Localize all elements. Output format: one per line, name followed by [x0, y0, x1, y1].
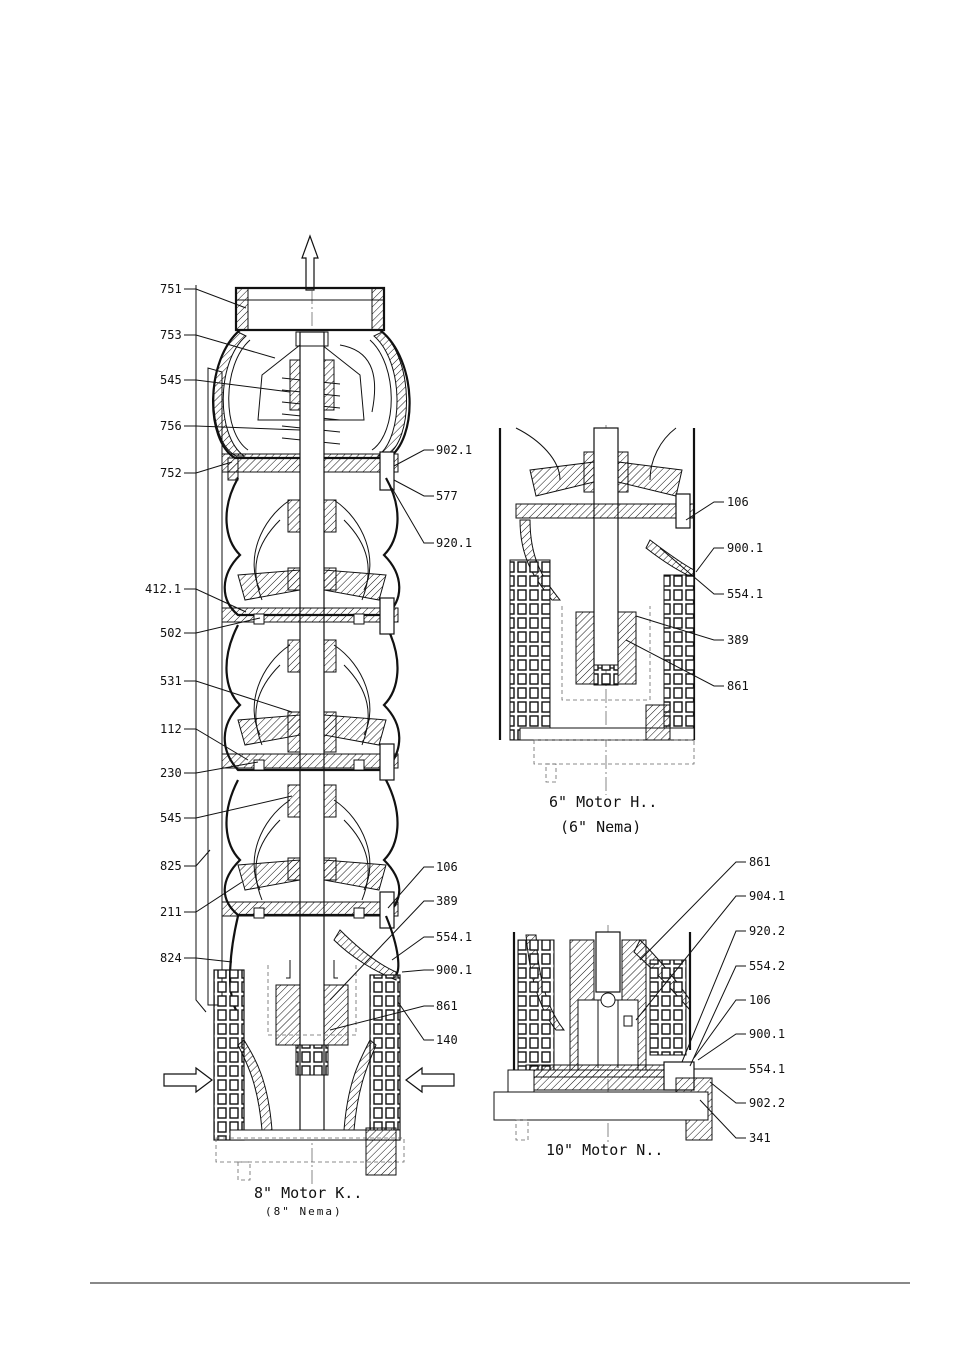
label-756: 756 — [160, 419, 182, 433]
main-labels-left: 751 753 545 756 752 412.1 502 531 112 23… — [145, 282, 182, 965]
label-6in-554-1: 554.1 — [727, 587, 763, 601]
label-531: 531 — [160, 674, 182, 688]
main-subcaption: (8" Nema) — [265, 1205, 343, 1218]
label-545-b: 545 — [160, 811, 182, 825]
label-412-1: 412.1 — [145, 582, 181, 596]
label-10in-554-1: 554.1 — [749, 1062, 785, 1076]
label-502: 502 — [160, 626, 182, 640]
main-assembly-view: 751 753 545 756 752 412.1 502 531 112 23… — [145, 236, 472, 1218]
label-900-1: 900.1 — [436, 963, 472, 977]
label-389: 389 — [436, 894, 458, 908]
label-824: 824 — [160, 951, 182, 965]
label-10in-920-2: 920.2 — [749, 924, 785, 938]
label-10in-341: 341 — [749, 1131, 771, 1145]
main-labels-right: 902.1 577 920.1 106 389 554.1 900.1 861 … — [436, 443, 472, 1047]
label-10in-554-2: 554.2 — [749, 959, 785, 973]
label-6in-900-1: 900.1 — [727, 541, 763, 555]
motor-6in-view: 106 900.1 554.1 389 861 6" Motor H.. (6"… — [500, 425, 763, 836]
inflow-arrow-left-icon — [164, 1068, 212, 1092]
label-6in-861: 861 — [727, 679, 749, 693]
label-10in-902-2: 902.2 — [749, 1096, 785, 1110]
label-10in-861: 861 — [749, 855, 771, 869]
label-825: 825 — [160, 859, 182, 873]
label-554-1: 554.1 — [436, 930, 472, 944]
label-753: 753 — [160, 328, 182, 342]
label-140: 140 — [436, 1033, 458, 1047]
label-10in-904-1: 904.1 — [749, 889, 785, 903]
outflow-arrow-icon — [302, 236, 318, 290]
label-545: 545 — [160, 373, 182, 387]
main-caption: 8" Motor K.. — [254, 1184, 362, 1202]
label-10in-106: 106 — [749, 993, 771, 1007]
label-752: 752 — [160, 466, 182, 480]
label-230: 230 — [160, 766, 182, 780]
motor-10in-caption: 10" Motor N.. — [546, 1141, 663, 1159]
label-577: 577 — [436, 489, 458, 503]
label-106: 106 — [436, 860, 458, 874]
label-6in-106: 106 — [727, 495, 749, 509]
motor-10in-view: 861 904.1 920.2 554.2 106 900.1 554.1 90… — [494, 855, 785, 1159]
label-861: 861 — [436, 999, 458, 1013]
motor-6in-subcaption: (6" Nema) — [560, 818, 641, 836]
label-211: 211 — [160, 905, 182, 919]
inflow-arrow-right-icon — [406, 1068, 454, 1092]
label-6in-389: 389 — [727, 633, 749, 647]
label-920-1: 920.1 — [436, 536, 472, 550]
label-112: 112 — [160, 722, 182, 736]
motor-6in-caption: 6" Motor H.. — [549, 793, 657, 811]
label-751: 751 — [160, 282, 182, 296]
label-10in-900-1: 900.1 — [749, 1027, 785, 1041]
label-902-1: 902.1 — [436, 443, 472, 457]
